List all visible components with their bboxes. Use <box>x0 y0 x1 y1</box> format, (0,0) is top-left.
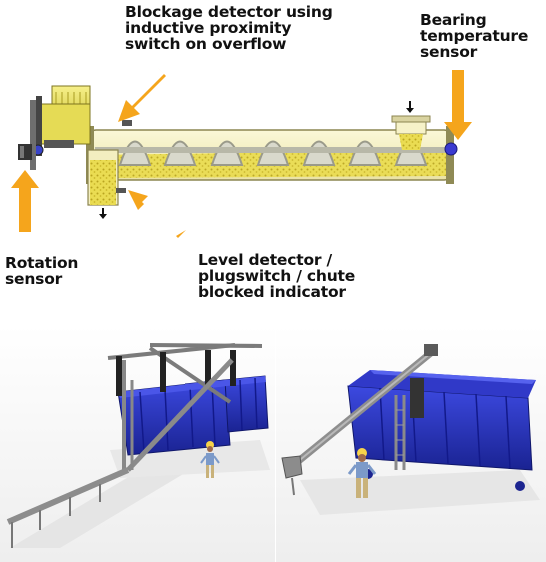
left-installation <box>6 343 270 548</box>
right-installation <box>281 344 540 515</box>
blockage-detector-label: Blockage detector using inductive proxim… <box>125 3 333 53</box>
bin-icon <box>347 370 536 491</box>
bearing-sensor-label: Bearing temperature sensor <box>420 11 529 61</box>
rotation-sensor-icon <box>18 144 32 160</box>
worker-icon <box>347 448 377 498</box>
level-detector-label: Level detector / plugswitch / chute bloc… <box>198 251 356 301</box>
proximity-switch-icon <box>122 120 132 126</box>
arrow-icon <box>11 68 472 238</box>
trough <box>86 115 454 206</box>
rotation-sensor-label: Rotation sensor <box>5 254 79 288</box>
motor-icon <box>30 85 91 170</box>
flow-arrow-icon <box>99 101 414 219</box>
level-detector-icon <box>116 188 126 193</box>
bearing-icon <box>444 142 458 156</box>
worker-icon <box>200 441 220 478</box>
